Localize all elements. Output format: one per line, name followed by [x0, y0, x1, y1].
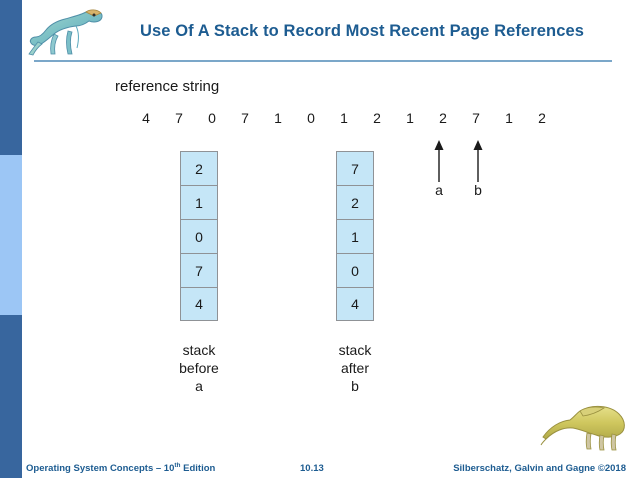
pointer-arrow-b: b: [467, 140, 489, 198]
pointer-label-a: a: [435, 182, 443, 198]
pointer-label-b: b: [474, 182, 482, 198]
stack-cell: 7: [180, 253, 218, 287]
stack-cell: 0: [180, 219, 218, 253]
sidebar-band-dark-top: [0, 0, 22, 155]
footer-edition-prefix: Operating System Concepts – 10: [26, 463, 175, 474]
stack-cell: 1: [336, 219, 374, 253]
stack-cell: 0: [336, 253, 374, 287]
caption-line-1: stack: [338, 342, 372, 358]
reference-digit: 0: [208, 110, 216, 126]
reference-string-label: reference string: [115, 78, 220, 95]
sidebar-band-footer: [0, 430, 22, 478]
reference-digit: 1: [340, 110, 348, 126]
stack-cell: 7: [336, 151, 374, 185]
caption-line-2: before: [179, 360, 219, 376]
reference-digit: 1: [406, 110, 414, 126]
footer-page-number: 10.13: [300, 463, 324, 474]
caption-line-1: stack: [182, 342, 216, 358]
sidebar-band-light: [0, 155, 22, 315]
stack-before-caption: stack before a: [139, 341, 259, 395]
title-divider: [34, 60, 612, 62]
reference-digit: 7: [472, 110, 480, 126]
caption-line-3: b: [351, 378, 359, 394]
reference-digit: 0: [307, 110, 315, 126]
reference-digit: 2: [439, 110, 447, 126]
stack-cell: 4: [336, 287, 374, 321]
footer-edition-ordinal: th: [174, 461, 181, 469]
reference-digit: 2: [373, 110, 381, 126]
caption-line-2: after: [340, 360, 369, 376]
stack-after-caption: stack after b: [295, 341, 415, 395]
caption-line-3: a: [195, 378, 203, 394]
reference-digit: 1: [274, 110, 282, 126]
stack-cell: 1: [180, 185, 218, 219]
stack-cell: 2: [336, 185, 374, 219]
reference-digit: 4: [142, 110, 150, 126]
reference-digit: 1: [505, 110, 513, 126]
pointer-arrow-a: a: [428, 140, 450, 198]
footer-edition-suffix: Edition: [180, 463, 216, 474]
dinosaur-logo-footer-icon: [540, 402, 632, 454]
footer-edition: Operating System Concepts – 10th Edition: [26, 462, 215, 474]
dinosaur-logo-icon: [24, 4, 108, 60]
stack-cell: 4: [180, 287, 218, 321]
reference-digit: 7: [241, 110, 249, 126]
reference-digit: 2: [538, 110, 546, 126]
stack-cell: 2: [180, 151, 218, 185]
reference-digit: 7: [175, 110, 183, 126]
footer-copyright: Silberschatz, Galvin and Gagne ©2018: [453, 463, 626, 474]
sidebar-band-dark-bottom: [0, 315, 22, 430]
page-title: Use Of A Stack to Record Most Recent Pag…: [139, 22, 585, 40]
